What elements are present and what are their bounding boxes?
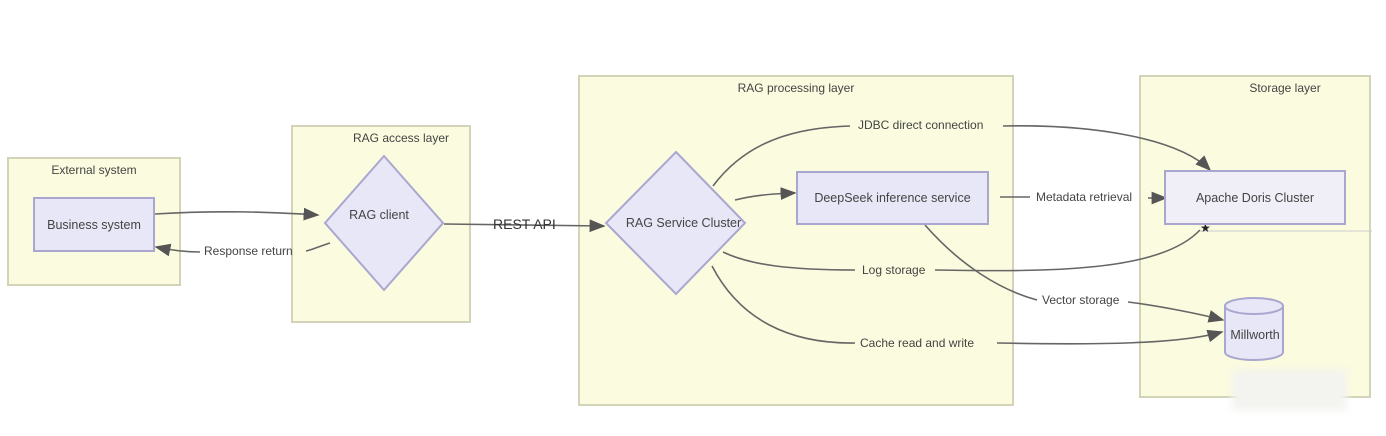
response-return-label: Response return [204,244,293,258]
edge-cache-right [996,329,1224,345]
deepseek-label: DeepSeek inference service [814,191,971,205]
millworth-cylinder [1224,297,1284,361]
edge-response-return [305,242,331,252]
rag-access-layer-title: RAG access layer [352,131,450,145]
rag-client-label: RAG client [349,208,409,222]
star-marker: ★ [1200,221,1211,235]
rag-processing-layer-title: RAG processing layer [737,81,855,95]
rag-service-cluster-diamond [604,150,747,296]
edge-rest-api [443,219,606,233]
apache-doris-label: Apache Doris Cluster [1195,190,1315,205]
storage-layer-title: Storage layer [1249,81,1321,95]
metadata-retrieval-label: Metadata retrieval [1036,190,1133,204]
rag-client-diamond [323,154,445,292]
business-system-node[interactable]: Business system [33,197,155,252]
edge-log-storage [722,251,856,271]
rest-api-label: REST API [493,216,556,232]
edge-log-storage-right [934,229,1201,272]
edge-vector-storage-right [1127,301,1225,323]
rag-service-cluster-node[interactable]: RAG Service Cluster [606,208,761,238]
edge-jdbc [712,125,851,187]
edge-business-to-client [154,207,320,221]
edge-response-return-arrow [154,243,201,257]
log-storage-label: Log storage [862,263,926,277]
millworth-label: Millworth [1230,328,1280,342]
apache-doris-node[interactable]: Apache Doris Cluster [1164,170,1346,225]
vector-storage-label: Vector storage [1042,293,1120,307]
edge-vector-storage [924,224,1038,301]
edge-cache [711,265,856,344]
cache-label: Cache read and write [860,336,975,350]
edge-jdbc-right [1002,125,1212,172]
edge-cluster-to-deepseek [734,187,797,201]
rag-client-node[interactable]: RAG client [325,200,443,230]
external-system-title: External system [51,163,137,177]
jdbc-label: JDBC direct connection [858,118,984,132]
deepseek-node[interactable]: DeepSeek inference service [796,171,989,225]
rag-service-cluster-label: RAG Service Cluster [625,216,742,230]
millworth-node[interactable]: Millworth [1225,325,1285,345]
business-system-label: Business system [47,217,141,232]
watermark-blur [1232,370,1347,410]
